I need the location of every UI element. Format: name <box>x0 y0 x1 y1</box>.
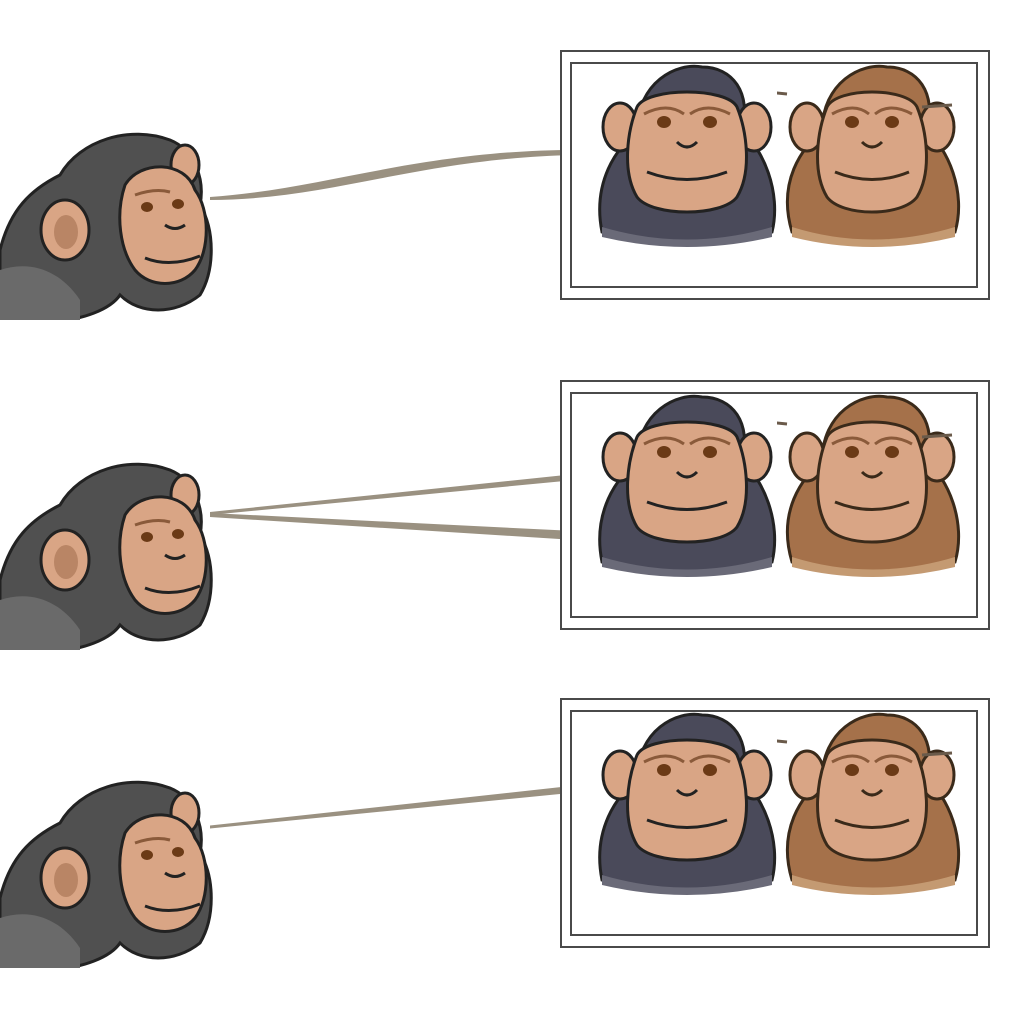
condition-row-1 <box>0 40 1024 315</box>
brown-monkey-face-icon <box>777 62 967 252</box>
gaze-arrow-icon <box>210 775 604 829</box>
condition-row-2 <box>0 370 1024 645</box>
chimp-viewer-icon <box>0 768 230 968</box>
chimp-viewer-icon <box>0 120 230 320</box>
chimp-viewer-icon <box>0 450 230 650</box>
dark-chimp-face-icon <box>592 62 782 252</box>
brown-monkey-face-icon <box>777 392 967 582</box>
gaze-arrow-icon <box>210 465 604 550</box>
dark-chimp-face-icon <box>592 710 782 900</box>
stimulus-panel <box>560 380 990 630</box>
stimulus-panel-inner-frame <box>570 710 978 936</box>
brown-monkey-face-icon <box>777 710 967 900</box>
stimulus-panel-inner-frame <box>570 392 978 618</box>
stimulus-panel <box>560 698 990 948</box>
gaze-arrow-icon <box>210 135 608 200</box>
dark-chimp-face-icon <box>592 392 782 582</box>
condition-row-3 <box>0 688 1024 958</box>
stimulus-panel <box>560 50 990 300</box>
stimulus-panel-inner-frame <box>570 62 978 288</box>
